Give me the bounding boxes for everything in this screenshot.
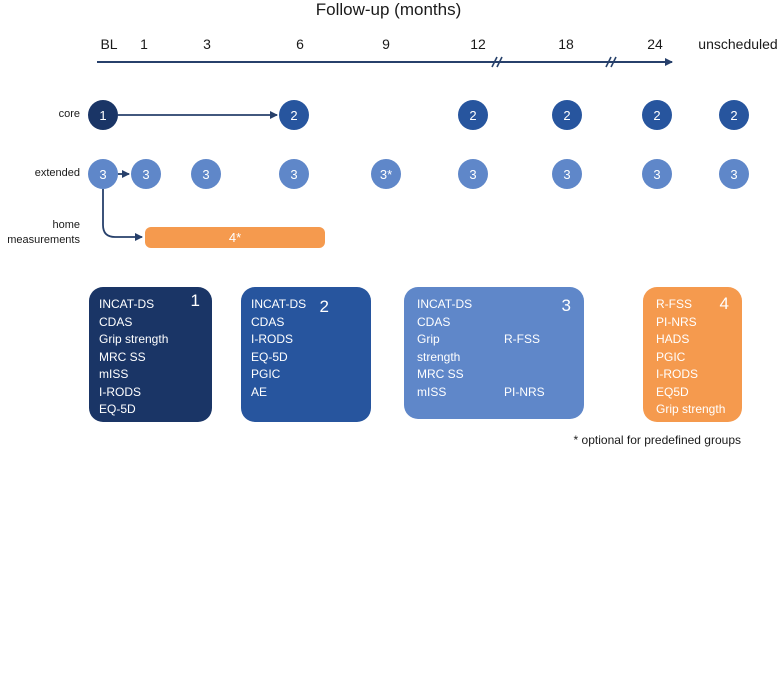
box-3-item: HADS [504,437,538,451]
box-2-item: PGIC [251,367,281,381]
assessment-box-3: INCAT-DS CDAS Grip strength MRC SS mISS … [404,287,584,661]
core-node-unscheduled: 2 [719,100,749,130]
box-1-item: mISS [99,367,129,381]
extended-node-24: 3 [642,159,672,189]
box-4-list: R-FSS PI-NRS HADS PGIC I-RODS EQ5D Grip … [656,296,725,419]
box-2-item: INCAT-DS [251,297,307,311]
core-node-18: 2 [552,100,582,130]
extended-node-bl: 3 [88,159,118,189]
box-4-item: PI-NRS [656,314,697,329]
tick-6: 6 [296,36,304,52]
box-4-item: HADS [656,332,690,346]
box-2-item: I-RODS [251,332,293,346]
assessment-box-1: INCAT-DS CDAS Grip strength MRC SS mISS … [89,287,212,422]
tick-3: 3 [203,36,211,52]
tick-9: 9 [382,36,390,52]
extended-node-unscheduled: 3 [719,159,749,189]
box-1-item: CDAS [99,314,133,329]
box-3-item: PI-NRS [504,384,545,399]
box-3-item: Treatment [504,594,559,609]
box-4-item: R-FSS [656,297,692,311]
axis-break-2 [605,56,617,68]
box-4-item: PGIC [656,349,686,364]
box-3-item: Self efficacy [504,542,569,556]
box-1-list: INCAT-DS CDAS Grip strength MRC SS mISS … [99,296,168,419]
extended-node-3: 3 [191,159,221,189]
tick-24: 24 [647,36,663,52]
assessment-box-2: INCAT-DS CDAS I-RODS EQ-5D PGIC AE 2 [241,287,371,422]
core-node-6: 2 [279,100,309,130]
core-node-bl: 1 [88,100,118,130]
box-3-item: CDAS [417,314,451,329]
tick-1: 1 [140,36,148,52]
box-1-item: EQ-5D [99,402,136,416]
tick-unscheduled: unscheduled [698,36,777,52]
box-1-item: MRC SS [99,349,146,364]
tick-18: 18 [558,36,574,52]
footnote: * optional for predefined groups [573,433,741,447]
box-2-number: 2 [319,297,329,316]
row-label-home-2: measurements [7,234,80,246]
extended-node-9: 3* [371,159,401,189]
box-1-number: 1 [190,291,200,310]
box-2-item: CDAS [251,314,285,329]
box-3-item: INCAT-DS [417,297,473,311]
core-node-12: 2 [458,100,488,130]
axis-break-1 [491,56,503,68]
box-3-item: MRC SS [417,367,464,381]
box-1-item: INCAT-DS [99,297,155,311]
home-arrow [102,189,143,241]
extended-node-1: 3 [131,159,161,189]
tick-12: 12 [470,36,486,52]
box-3-list-col2: R-FSS PI-NRS HADS PGIC Self efficacy Tre… [504,296,568,699]
box-1-item: Grip strength [99,332,169,346]
box-3-number: 3 [561,296,571,315]
box-1-item: I-RODS [99,384,141,399]
row-label-extended: extended [34,167,80,179]
box-3-item: PGIC [504,489,534,504]
box-3-item: Grip [417,332,440,346]
box-2-item: AE [251,384,268,399]
diagram-title: Follow-up (months) [315,0,462,19]
extended-node-18: 3 [552,159,582,189]
box-4-number: 4 [719,294,729,313]
box-3-item: strength [417,349,461,364]
extended-node-12: 3 [458,159,488,189]
core-node-24: 2 [642,100,672,130]
extended-node-6: 3 [279,159,309,189]
tick-bl: BL [100,36,118,52]
box-3-item: R-FSS [504,332,540,346]
box-3-item: mISS [417,384,447,399]
box-3-item: satisfaction [504,647,568,661]
box-4-item: EQ5D [656,384,689,399]
box-4-item: I-RODS [656,367,698,381]
box-2-list: INCAT-DS CDAS I-RODS EQ-5D PGIC AE [251,296,306,401]
row-label-home-1: home [52,219,80,231]
box-3-list-col1: INCAT-DS CDAS Grip strength MRC SS mISS [417,296,472,401]
row-label-core: core [58,108,80,120]
box-2-item: EQ-5D [251,349,288,364]
assessment-box-4: R-FSS PI-NRS HADS PGIC I-RODS EQ5D Grip … [643,287,742,422]
home-measurements-bar: 4* [145,227,325,248]
box-4-item: Grip strength [656,402,726,416]
connector-lines [97,56,673,241]
